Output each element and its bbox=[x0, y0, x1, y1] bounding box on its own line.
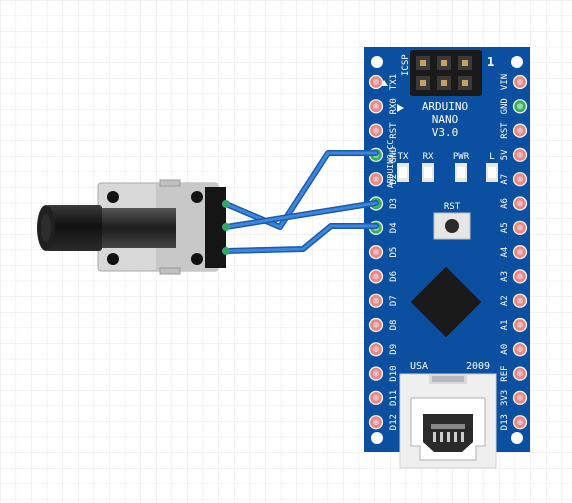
year-label: 2009 bbox=[466, 361, 490, 372]
left-pin-label: D4 bbox=[389, 222, 399, 233]
mounting-hole bbox=[511, 432, 523, 444]
arrow-marker-icon bbox=[397, 104, 404, 112]
pot-knob[interactable] bbox=[46, 205, 102, 251]
pot-mount-hole bbox=[191, 191, 203, 203]
left-pin-label: D8 bbox=[389, 320, 399, 331]
mounting-hole bbox=[511, 56, 523, 68]
right-pin-label: REF bbox=[500, 365, 510, 381]
right-pin-label: A3 bbox=[500, 271, 510, 282]
reset-button[interactable] bbox=[433, 212, 471, 240]
left-pin-label: D10 bbox=[389, 365, 399, 381]
pot-terminal-block bbox=[205, 187, 226, 268]
pot-mount-hole bbox=[107, 191, 119, 203]
left-pin-label: D7 bbox=[389, 295, 399, 306]
left-pin-label: D5 bbox=[389, 247, 399, 258]
left-pin-label: D12 bbox=[389, 414, 399, 430]
pot-pin-connected[interactable] bbox=[222, 200, 230, 208]
right-pin-label: A4 bbox=[500, 247, 510, 258]
mounting-hole bbox=[371, 56, 383, 68]
board-title-line1: ARDUINO bbox=[422, 100, 468, 113]
right-pin-label: 5V bbox=[500, 149, 510, 160]
arduino-nano-board[interactable]: ICSP 1 ARDUINO NANO V3.0 TX RX PWR L ARD… bbox=[364, 47, 530, 469]
wire-gnd[interactable] bbox=[223, 150, 379, 230]
left-pin-label: RX0 bbox=[389, 98, 399, 114]
led-label-rx: RX bbox=[423, 152, 434, 162]
left-pin-label: D3 bbox=[389, 198, 399, 209]
wire-d4[interactable] bbox=[223, 223, 379, 254]
icsp-header[interactable] bbox=[410, 50, 482, 96]
left-pin-label: RST bbox=[389, 122, 399, 139]
left-pin-label: GND bbox=[389, 147, 399, 163]
left-pin-label: D6 bbox=[389, 271, 399, 282]
right-pin-label: D13 bbox=[500, 414, 510, 430]
right-pin-label: VIN bbox=[500, 74, 510, 90]
pot-shaft bbox=[98, 208, 176, 248]
led-label-tx: TX bbox=[398, 152, 409, 162]
microcontroller-chip bbox=[410, 266, 482, 338]
right-pin-label: A2 bbox=[500, 295, 510, 306]
wires bbox=[222, 150, 379, 255]
reset-label: RST bbox=[444, 202, 461, 212]
right-pin-label: A0 bbox=[500, 344, 510, 355]
pot-mount-hole bbox=[107, 253, 119, 265]
board-title-line2: NANO bbox=[432, 113, 459, 126]
origin-label: USA bbox=[410, 361, 428, 372]
right-pin-label: A6 bbox=[500, 198, 510, 209]
board-site-label: ARDUINO.CC bbox=[386, 140, 395, 188]
rotary-potentiometer[interactable] bbox=[37, 179, 226, 275]
right-pin-label: A7 bbox=[500, 174, 510, 185]
left-pin-label: D2 bbox=[389, 174, 399, 185]
usb-connector[interactable] bbox=[399, 373, 497, 469]
pot-pin-connected[interactable] bbox=[222, 223, 230, 231]
led-label-pwr: PWR bbox=[453, 152, 470, 162]
right-pin-label: A1 bbox=[500, 320, 510, 331]
left-pin-label: TX1 bbox=[389, 74, 399, 90]
left-pin-label: D11 bbox=[389, 390, 399, 406]
mounting-hole bbox=[371, 432, 383, 444]
icsp-label: ICSP bbox=[401, 54, 411, 76]
right-pin-label: RST bbox=[500, 122, 510, 139]
right-pin-label: A5 bbox=[500, 222, 510, 233]
pot-pin-connected[interactable] bbox=[222, 247, 230, 255]
right-pin-label: GND bbox=[500, 98, 510, 114]
right-pin-label: 3V3 bbox=[500, 390, 510, 406]
left-pin-label: D9 bbox=[389, 344, 399, 355]
pot-mount-hole bbox=[191, 253, 203, 265]
wire-d3[interactable] bbox=[223, 200, 379, 230]
icsp-pin-number: 1 bbox=[487, 55, 494, 69]
board-title-line3: V3.0 bbox=[432, 126, 459, 139]
led-label-l: L bbox=[489, 152, 494, 162]
